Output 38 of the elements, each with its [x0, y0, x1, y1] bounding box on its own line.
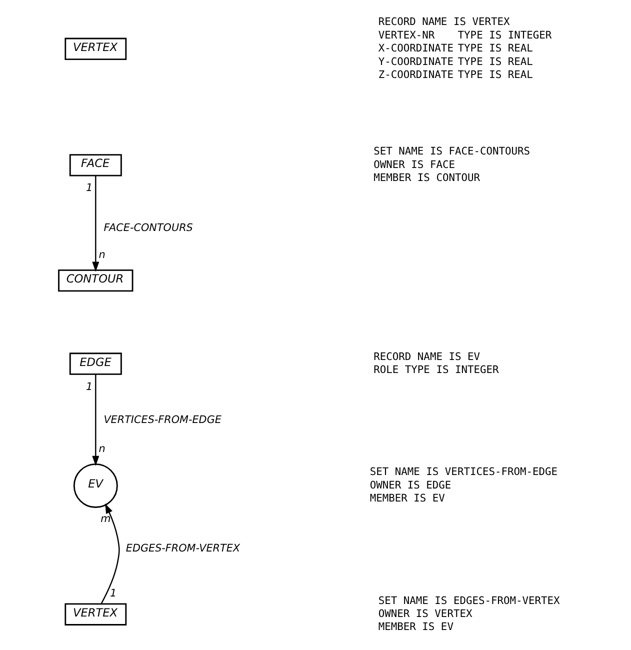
- label: MEMBER IS CONTOUR: [374, 172, 480, 184]
- label: Y-COORDINATE: [378, 56, 454, 68]
- label: Z-COORDINATE: [378, 69, 454, 82]
- arrow: [92, 176, 100, 272]
- label: n: [98, 443, 106, 456]
- edge-label: EDGES-FROM-VERTEX: [126, 542, 240, 555]
- label: SET NAME IS VERTICES-FROM-EDGE: [370, 466, 558, 478]
- label: SET NAME IS FACE-CONTOURS: [374, 146, 530, 158]
- label: VERTEX-NR: [378, 29, 435, 42]
- label: MEMBER IS EV: [370, 492, 445, 505]
- label: 1: [110, 587, 117, 600]
- edge-label: FACE-CONTOURS: [104, 222, 193, 234]
- label: TYPE IS INTEGER: [458, 29, 552, 42]
- label: 1: [86, 380, 93, 393]
- label: OWNER IS EDGE: [370, 479, 452, 492]
- label: 1: [86, 182, 93, 194]
- node-box: EDGE: [69, 352, 122, 375]
- label: ROLE TYPE IS INTEGER: [374, 364, 499, 376]
- label: RECORD NAME IS EV: [374, 350, 480, 363]
- label: MEMBER IS EV: [378, 621, 454, 634]
- node-box: CONTOUR: [58, 269, 134, 292]
- edge-label: VERTICES-FROM-EDGE: [104, 414, 222, 426]
- arrow: [92, 374, 100, 466]
- node-box: FACE: [69, 154, 122, 176]
- label: OWNER IS FACE: [374, 158, 455, 171]
- label: OWNER IS VERTEX: [378, 608, 472, 620]
- label: RECORD NAME IS VERTEX: [378, 16, 510, 28]
- node-box: VERTEX: [64, 38, 127, 60]
- label: m: [100, 512, 111, 525]
- node-circle: EV: [73, 464, 118, 508]
- label: n: [98, 248, 106, 261]
- label: X-COORDINATE: [378, 42, 454, 55]
- label: TYPE IS REAL: [458, 42, 533, 55]
- node-box: VERTEX: [64, 603, 127, 626]
- label: TYPE IS REAL: [458, 69, 533, 82]
- label: TYPE IS REAL: [458, 56, 533, 68]
- arrow: [100, 503, 120, 604]
- label: SET NAME IS EDGES-FROM-VERTEX: [378, 594, 560, 607]
